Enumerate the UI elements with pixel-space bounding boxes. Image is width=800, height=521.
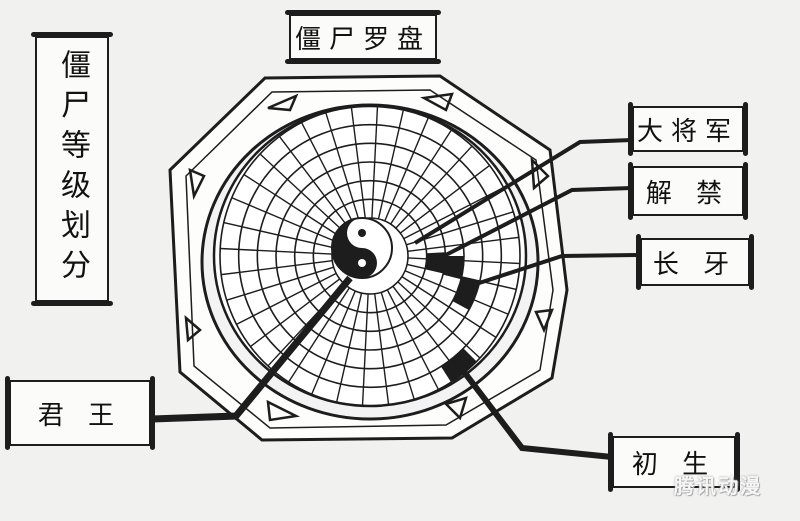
leader-lines: [151, 138, 641, 460]
frame-triangle-icon: [420, 92, 454, 112]
compass-spoke: [278, 135, 348, 227]
compass-spoke: [231, 197, 336, 242]
compass-spoke: [380, 292, 415, 400]
yin-yang-icon: [331, 217, 393, 279]
level-scroll-junwang: 君 王: [5, 376, 155, 450]
compass-spoke: [377, 109, 405, 220]
compass-spoke: [401, 276, 497, 338]
compass-spoke: [226, 266, 334, 301]
compass-spokes: [220, 106, 520, 406]
compass-ring: [256, 142, 484, 370]
compass-spoke: [374, 293, 390, 405]
level-scroll-jiejin: 解 禁: [628, 162, 748, 220]
level-scroll-dajiangjun: 大将军: [628, 102, 748, 156]
compass-ring: [219, 105, 521, 407]
compass-spoke: [236, 272, 337, 326]
compass-spoke: [404, 270, 509, 315]
compass-spoke: [249, 278, 341, 348]
leader-line-dajiangjun: [413, 138, 633, 245]
frame-triangle-icon: [266, 399, 301, 422]
compass-spoke: [335, 292, 363, 403]
level-label-junwang: 君 王: [37, 400, 123, 431]
compass-spoke: [371, 106, 379, 219]
level-scroll-chusheng: 初 生: [608, 432, 740, 492]
compass-spoke: [403, 186, 504, 240]
side-title: 僵尸等级划分: [55, 49, 90, 289]
compass-ring: [312, 198, 428, 314]
frame-triangle-icon: [267, 93, 299, 112]
level-label-changya: 长 牙: [652, 249, 738, 280]
compass-spoke: [399, 164, 491, 234]
octagon-frame-inner: [185, 89, 554, 429]
compass-spoke: [243, 174, 339, 236]
compass-ring: [237, 123, 503, 389]
compass-spoke: [350, 107, 366, 219]
frame-triangles: [184, 92, 554, 422]
level-label-chusheng: 初 生: [631, 449, 717, 480]
frame-triangle-icon: [188, 167, 206, 201]
compass-spoke: [288, 287, 350, 383]
compass-spoke: [361, 293, 369, 406]
level-cell-jiejin: [443, 256, 465, 280]
compass-spoke: [259, 153, 343, 231]
diagram-title: 僵尸罗盘: [294, 24, 431, 55]
compass-spoke: [311, 290, 356, 395]
leader-line-changya: [469, 253, 641, 288]
yin-yang-dot: [358, 259, 366, 267]
compass-spoke: [223, 221, 334, 249]
title-scroll: 僵尸罗盘: [285, 10, 441, 64]
frame-triangle-icon: [443, 396, 468, 421]
watermark-logo: 腾讯动漫: [674, 473, 762, 498]
frame-triangle-icon: [534, 308, 554, 334]
level-scroll-changya: 长 牙: [636, 234, 754, 290]
compass-spoke: [390, 129, 452, 225]
level-label-dajiangjun: 大将军: [636, 116, 739, 147]
side-title-scroll: 僵尸等级划分: [31, 32, 113, 306]
compass-spoke: [221, 260, 333, 276]
compass-spoke: [220, 247, 333, 255]
frame-triangle-icon: [184, 315, 202, 343]
compass-spoke: [384, 117, 429, 222]
yin-yang-dot: [358, 229, 366, 237]
compass-ring: [331, 217, 409, 295]
leader-line-chusheng: [452, 358, 613, 460]
level-label-jiejin: 解 禁: [645, 178, 731, 209]
compass-rings: [219, 105, 521, 407]
compass-spoke: [386, 289, 440, 390]
compass-spoke: [325, 112, 360, 220]
compass-spoke: [395, 145, 473, 229]
compass-spoke: [392, 285, 462, 377]
leader-line-jiejin: [439, 186, 633, 260]
leader-line-junwang: [151, 275, 353, 423]
compass-spoke: [300, 122, 354, 223]
compass-spoke: [397, 281, 481, 359]
